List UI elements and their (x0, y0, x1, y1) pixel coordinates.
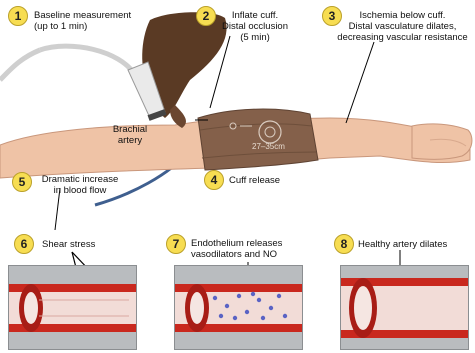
artery-panel-dilated (340, 265, 469, 350)
artery-icon (175, 266, 302, 349)
artery-panel-endothelium (174, 265, 303, 350)
artery-icon (9, 266, 136, 349)
artery-panel-shear-stress (8, 265, 137, 350)
artery-icon (341, 266, 468, 349)
